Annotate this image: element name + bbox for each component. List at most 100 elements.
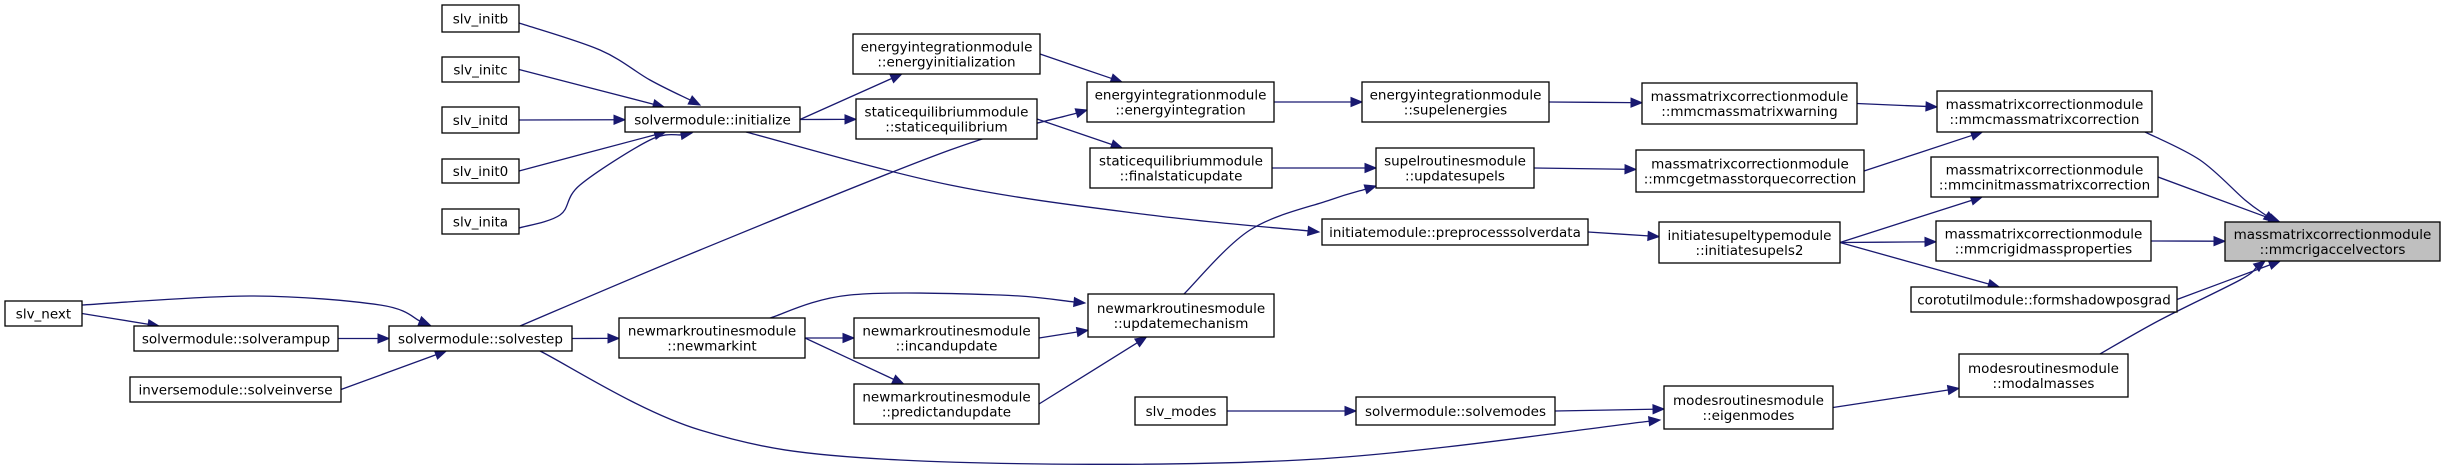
node-label: ::predictandupdate	[882, 405, 1011, 421]
arrowhead-icon	[1133, 336, 1148, 348]
edge-line	[1554, 408, 1654, 412]
node-mmcgetmasstorquecorrection[interactable]: massmatrixcorrectionmodule::mmcgetmassto…	[1635, 149, 1865, 193]
edge-updatemechanism-to-updatesupels	[1183, 184, 1378, 295]
node-initiatesupels2[interactable]: initiatesupeltypemodule::initiatesupels2	[1658, 221, 1841, 264]
arrowhead-icon	[1647, 230, 1661, 242]
node-label: ::mmcinitmassmatrixcorrection	[1939, 178, 2150, 194]
node-slv_initc[interactable]: slv_initc	[441, 56, 520, 83]
edge-line	[804, 337, 894, 380]
arrowhead-icon	[1074, 108, 1089, 119]
node-energyinitialization[interactable]: energyintegrationmodule::energyinitializ…	[852, 33, 1041, 75]
node-formshadowposgrad[interactable]: corotutilmodule::formshadowposgrad	[1910, 286, 2178, 313]
arrowhead-icon	[1344, 405, 1358, 417]
node-solvestep[interactable]: solvermodule::solvestep	[388, 325, 573, 352]
node-preprocesssolverdata[interactable]: initiatemodule::preprocesssolverdata	[1321, 218, 1589, 246]
node-label: ::mmcmassmatrixwarning	[1661, 104, 1837, 120]
edge-line	[1587, 231, 1649, 237]
edge-eigenmodes-to-modalmasses	[1832, 384, 1961, 409]
node-updatesupels[interactable]: supelroutinesmodule::updatesupels	[1375, 147, 1535, 189]
node-box	[441, 158, 520, 184]
node-label: energyintegrationmodule	[1370, 88, 1542, 104]
edge-line	[1039, 53, 1112, 80]
arrowhead-icon	[1307, 225, 1321, 237]
node-finalstaticupdate[interactable]: staticequilibriummodule::finalstaticupda…	[1089, 147, 1273, 189]
edge-solvestep-to-eigenmodes	[539, 350, 1662, 465]
edge-initialize-to-staticequilibrium	[799, 114, 858, 125]
edge-line	[1839, 241, 1989, 285]
node-solvemodes[interactable]: solvermodule::solvemodes	[1355, 396, 1556, 426]
node-label: ::mmcmassmatrixcorrection	[1950, 112, 2140, 128]
node-updatemechanism[interactable]: newmarkroutinesmodule::updatemechanism	[1087, 293, 1275, 338]
node-box	[852, 33, 1041, 75]
node-slv_initd[interactable]: slv_initd	[441, 106, 520, 134]
node-label: ::incandupdate	[896, 339, 998, 355]
node-modalmasses[interactable]: modesroutinesmodule::modalmasses	[1958, 353, 2129, 398]
node-label: ::supelenergies	[1404, 103, 1507, 119]
node-eigenmodes[interactable]: modesroutinesmodule::eigenmodes	[1663, 385, 1834, 430]
node-incandupdate[interactable]: newmarkroutinesmodule::incandupdate	[853, 317, 1040, 359]
edge-solvemodes-to-eigenmodes	[1554, 403, 1666, 415]
arrowhead-icon	[1946, 384, 1961, 396]
node-label: slv_next	[16, 307, 71, 323]
node-slv_inita[interactable]: slv_inita	[441, 208, 520, 235]
node-box	[1663, 385, 1834, 430]
node-box	[1910, 286, 2178, 313]
arrowhead-icon	[1075, 326, 1090, 338]
node-box	[1087, 293, 1275, 338]
node-label: ::modalmasses	[1993, 376, 2095, 392]
arrowhead-icon	[1652, 403, 1666, 415]
node-box	[1361, 81, 1550, 123]
node-mmcinitmassmatrixcorrection[interactable]: massmatrixcorrectionmodule::mmcinitmassm…	[1930, 156, 2159, 198]
node-box	[1658, 221, 1841, 264]
node-newmarkint[interactable]: newmarkroutinesmodule::newmarkint	[618, 317, 806, 359]
edge-slv_init0-to-initialize	[518, 129, 667, 172]
arrowhead-icon	[607, 333, 621, 344]
edge-line	[1533, 167, 1626, 170]
node-label: solvermodule::solvestep	[398, 332, 563, 348]
node-predictandupdate[interactable]: newmarkroutinesmodule::predictandupdate	[853, 383, 1040, 425]
node-slv_modes[interactable]: slv_modes	[1134, 396, 1228, 426]
node-slv_next[interactable]: slv_next	[4, 300, 83, 327]
node-mmcmassmatrixwarning[interactable]: massmatrixcorrectionmodule::mmcmassmatri…	[1641, 82, 1858, 125]
node-staticequilibrium[interactable]: staticequilibriummodule::staticequilibri…	[855, 98, 1038, 140]
node-label: energyintegrationmodule	[861, 40, 1033, 56]
node-label: newmarkroutinesmodule	[862, 390, 1030, 406]
arrowhead-icon	[889, 73, 903, 84]
node-box	[618, 317, 806, 359]
node-initialize[interactable]: solvermodule::initialize	[624, 106, 801, 133]
node-box	[2224, 221, 2441, 262]
node-label: ::newmarkint	[667, 339, 756, 355]
node-slv_init0[interactable]: slv_init0	[441, 158, 520, 184]
arrowhead-icon	[1624, 164, 1638, 175]
edge-line	[1183, 188, 1366, 295]
node-label: newmarkroutinesmodule	[862, 324, 1030, 340]
edge-line	[539, 350, 1650, 465]
node-label: ::staticequilibrium	[885, 120, 1007, 136]
node-supelenergies[interactable]: energyintegrationmodule::supelenergies	[1361, 81, 1550, 123]
node-slv_initb[interactable]: slv_initb	[441, 4, 520, 33]
arrowhead-icon	[377, 333, 391, 344]
node-label: massmatrixcorrectionmodule	[1946, 97, 2144, 113]
node-box	[129, 376, 342, 403]
edge-layer	[81, 22, 2282, 465]
edge-slv_next-to-solvestep	[81, 295, 432, 326]
node-label: initiatesupeltypemodule	[1668, 228, 1832, 244]
node-box	[1936, 90, 2153, 133]
node-label: ::mmcrigaccelvectors	[2260, 242, 2406, 258]
node-box	[1321, 218, 1589, 246]
node-solverampup[interactable]: solvermodule::solverampup	[133, 325, 339, 352]
node-label: supelroutinesmodule	[1384, 154, 1526, 170]
edge-slv_initb-to-initialize	[518, 22, 702, 106]
node-energyintegration[interactable]: energyintegrationmodule::energyintegrati…	[1086, 81, 1275, 123]
edge-line	[2144, 131, 2267, 217]
node-solveinverse[interactable]: inversemodule::solveinverse	[129, 376, 342, 403]
edge-line	[1038, 342, 1138, 405]
edge-line	[745, 131, 1309, 232]
node-label: slv_init0	[453, 164, 508, 180]
node-box	[624, 106, 801, 133]
node-mmcmassmatrixcorrection[interactable]: massmatrixcorrectionmodule::mmcmassmatri…	[1936, 90, 2153, 133]
node-label: slv_initc	[453, 63, 507, 79]
edge-line	[81, 295, 421, 322]
node-mmcrigidmassproperties[interactable]: massmatrixcorrectionmodule::mmcrigidmass…	[1935, 220, 2152, 262]
